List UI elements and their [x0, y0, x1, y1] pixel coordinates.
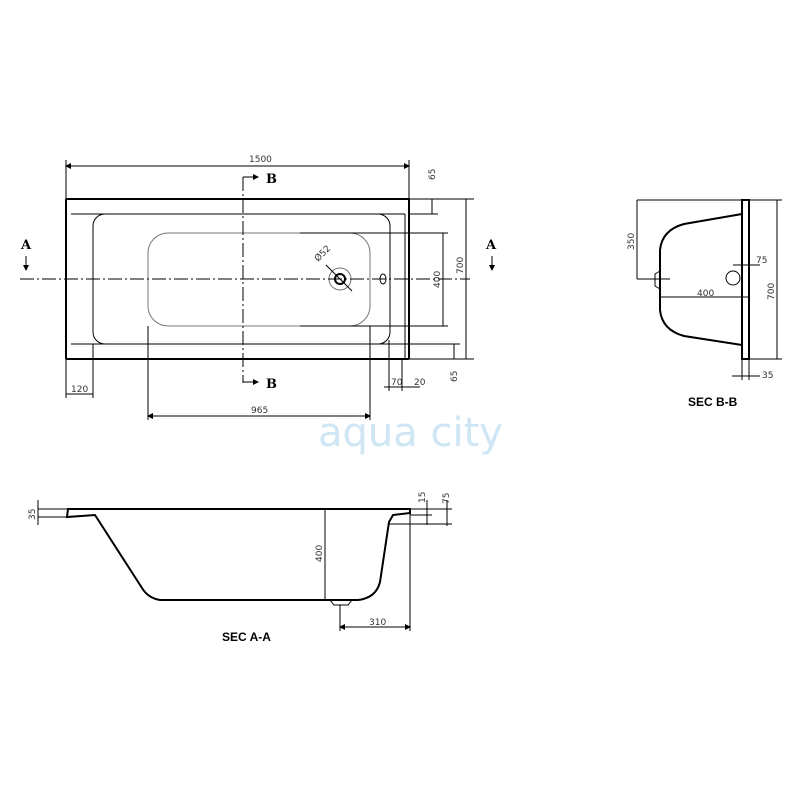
dim-bb-700: 700	[767, 283, 777, 300]
dim-bb-35: 35	[762, 371, 773, 381]
dim-rim-top: 65	[428, 169, 438, 180]
plan-view: Ø52 B B A A 1500 65 400 700 65 120 965	[20, 155, 497, 420]
dim-rim-bottom: 65	[450, 371, 460, 382]
section-marker-a-left: A	[20, 238, 32, 253]
section-marker-b-bottom: B	[266, 377, 277, 392]
section-marker-b-top: B	[266, 172, 277, 187]
dim-end-20: 20	[414, 378, 426, 388]
section-marker-a-right: A	[485, 238, 497, 253]
dim-aa-75: 75	[442, 493, 452, 504]
overflow-hole	[725, 270, 741, 286]
tub-profile-aa	[65, 508, 411, 601]
dim-basin-width: 400	[433, 271, 443, 288]
dim-aa-400: 400	[315, 545, 325, 562]
section-bb: 350 400 700 75 35 SEC B-B	[627, 199, 782, 409]
dim-aa-310: 310	[369, 618, 386, 628]
section-aa-title: SEC A-A	[222, 630, 271, 644]
dim-length: 1500	[249, 155, 272, 165]
dim-aa-35: 35	[28, 509, 38, 520]
tub-profile-bb	[659, 213, 743, 346]
dim-bb-400: 400	[697, 289, 714, 299]
dim-bb-350: 350	[627, 233, 637, 250]
dim-end-70: 70	[391, 378, 403, 388]
watermark-logo: aqua city	[318, 410, 503, 456]
dim-basin-length: 965	[251, 406, 268, 416]
dim-bb-75: 75	[756, 256, 767, 266]
dim-left-rim: 120	[71, 385, 88, 395]
rim-profile	[741, 199, 750, 360]
drain-bump	[329, 599, 353, 606]
section-bb-title: SEC B-B	[688, 395, 738, 409]
dim-width: 700	[456, 257, 466, 274]
section-aa: 35 400 15 75 310 SEC A-A	[28, 492, 452, 644]
dim-aa-15: 15	[418, 492, 428, 503]
dim-drain-diameter: Ø52	[312, 243, 333, 264]
